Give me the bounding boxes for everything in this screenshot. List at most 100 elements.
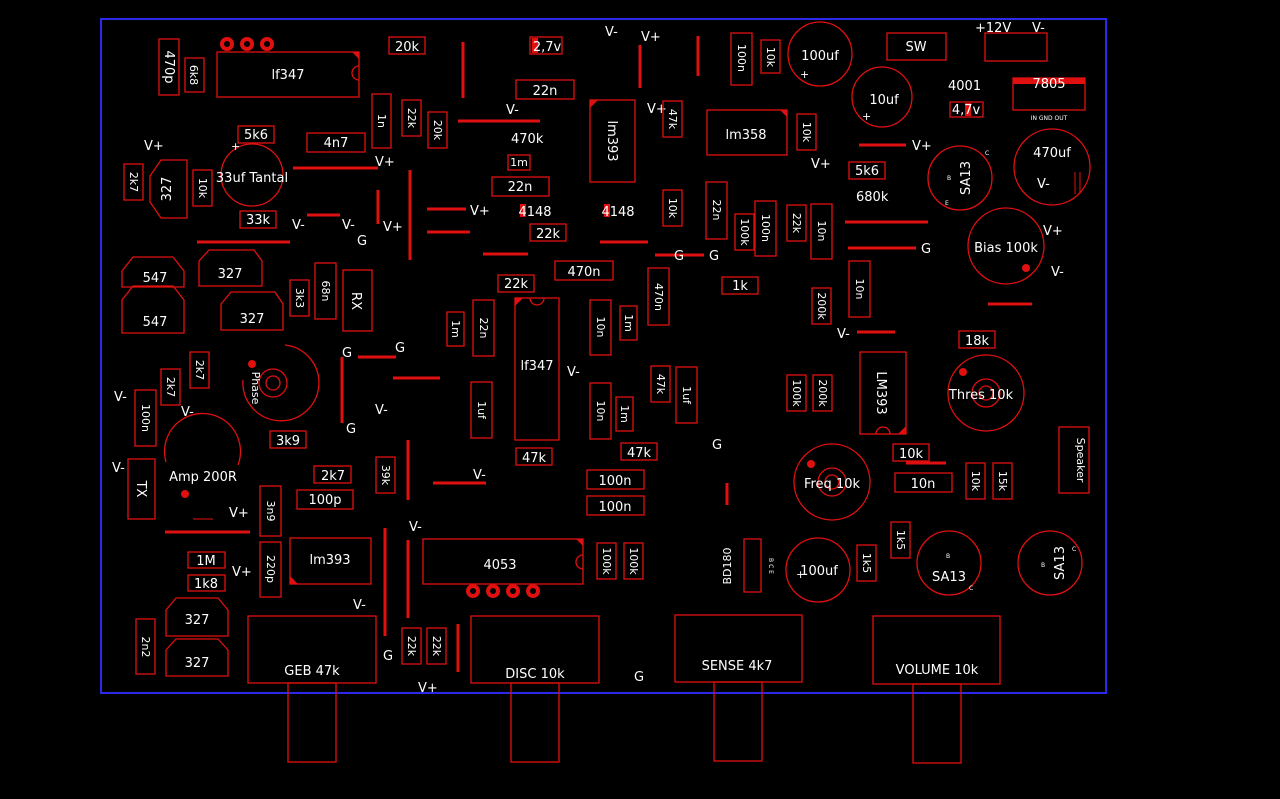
svg-text:IN GND OUT: IN GND OUT (1031, 115, 1068, 122)
capacitor-100n-a: 100n (730, 32, 753, 86)
resistor-1m: 1M (187, 551, 226, 569)
resistor-3k9: 3k9 (269, 430, 307, 449)
svg-text:SENSE 4k7: SENSE 4k7 (702, 659, 773, 674)
svg-text:47k: 47k (627, 446, 652, 461)
svg-text:100n: 100n (598, 474, 631, 489)
svg-text:100k: 100k (627, 547, 640, 575)
svg-text:G: G (357, 234, 367, 249)
svg-text:G: G (712, 438, 722, 453)
svg-text:39k: 39k (379, 465, 392, 486)
svg-text:4148: 4148 (518, 205, 551, 220)
ic-lf347-mid: lf347 (514, 297, 560, 441)
ic-lm393-a: lm393 (589, 99, 636, 183)
resistor-5k6-b: 5k6 (237, 125, 275, 144)
resistor-47k-b: 47k (650, 365, 671, 403)
svg-text:1M: 1M (196, 554, 216, 569)
svg-text:C: C (969, 585, 973, 592)
svg-text:DISC 10k: DISC 10k (505, 667, 565, 682)
capacitor-10n-e: 10n (894, 472, 953, 493)
svg-text:1m: 1m (510, 156, 528, 169)
svg-text:B C E: B C E (767, 558, 774, 574)
svg-text:680k: 680k (856, 190, 889, 205)
svg-text:10k: 10k (969, 471, 982, 492)
svg-text:100k: 100k (600, 547, 613, 575)
transistor-sa13-a: SA13 B E C (927, 145, 993, 211)
regulator-7805: 7805 IN GND OUT (1012, 77, 1086, 122)
svg-text:2n2: 2n2 (139, 637, 152, 658)
svg-text:+: + (862, 110, 871, 123)
resistor-100k-d: 100k (623, 542, 644, 580)
svg-text:4148: 4148 (601, 205, 634, 220)
svg-text:10uf: 10uf (869, 93, 899, 108)
svg-text:3n9: 3n9 (264, 501, 277, 522)
svg-text:100n: 100n (735, 44, 748, 72)
capacitor-68n: 68n (314, 262, 337, 320)
connector-speaker: Speaker (1058, 426, 1090, 494)
ic-lm358: lm358 (706, 109, 788, 156)
svg-text:327: 327 (185, 613, 210, 628)
svg-text:2k7: 2k7 (321, 469, 345, 484)
resistor-10k-a: 10k (760, 39, 781, 74)
svg-text:V-: V- (506, 103, 519, 118)
capacitor-33uf-tantal: + 33uf Tantal (216, 140, 288, 207)
resistor-10k-b: 10k (796, 113, 817, 151)
svg-text:547: 547 (143, 315, 168, 330)
capacitor-470p: 470p (158, 38, 180, 96)
svg-text:V-: V- (181, 405, 194, 420)
svg-text:22k: 22k (430, 636, 443, 657)
svg-text:V+: V+ (1043, 224, 1063, 239)
resistor-22k-b: 22k (529, 223, 567, 242)
svg-text:G: G (674, 249, 684, 264)
svg-text:1uf: 1uf (475, 401, 488, 420)
transistor-327-e: 327 (165, 638, 229, 677)
pot-volume-10k: VOLUME 10k (872, 615, 1001, 764)
svg-text:lm358: lm358 (725, 128, 766, 143)
svg-text:470n: 470n (567, 265, 600, 280)
svg-text:C: C (985, 150, 989, 157)
ic-lf347-top: lf347 (216, 37, 360, 98)
diode-4001: 4001 (948, 79, 981, 94)
svg-text:2k7: 2k7 (164, 377, 177, 397)
svg-text:100n: 100n (759, 214, 772, 242)
svg-text:lf347: lf347 (520, 359, 553, 374)
capacitor-10n-a: 10n (810, 203, 833, 260)
svg-text:22k: 22k (504, 277, 529, 292)
svg-text:V-: V- (353, 598, 366, 613)
resistor-2k7-a: 2k7 (123, 163, 144, 201)
svg-text:V-: V- (473, 468, 486, 483)
svg-text:2k7: 2k7 (127, 172, 140, 192)
transistor-327-d: 327 (165, 597, 229, 637)
svg-text:V-: V- (342, 218, 355, 233)
svg-text:470uf: 470uf (1033, 146, 1071, 161)
capacitor-22n-b: 22n (491, 176, 550, 197)
svg-text:1n: 1n (375, 114, 388, 128)
svg-text:47k: 47k (654, 374, 667, 395)
resistor-10k-f: 10k (965, 462, 986, 500)
svg-text:B: B (1041, 562, 1045, 569)
svg-text:220p: 220p (264, 555, 277, 583)
resistor-22k-d: 22k (497, 274, 535, 293)
svg-text:B: B (946, 553, 950, 560)
svg-text:100k: 100k (790, 379, 803, 407)
capacitor-4n7: 4n7 (306, 132, 366, 153)
svg-text:33uf Tantal: 33uf Tantal (216, 171, 288, 186)
zener-4v7: 4,7v (949, 101, 984, 118)
svg-text:327: 327 (218, 267, 243, 282)
capacitor-10n-d: 10n (589, 382, 612, 440)
svg-text:V-: V- (1051, 265, 1064, 280)
svg-text:10k: 10k (764, 47, 777, 68)
svg-text:1uf: 1uf (680, 386, 693, 405)
resistor-100k-c: 100k (596, 542, 617, 580)
svg-text:Freq 10k: Freq 10k (804, 477, 861, 492)
transistor-sa13-c: SA13 B C (1017, 530, 1083, 596)
svg-text:V+: V+ (811, 157, 831, 172)
svg-text:327: 327 (185, 656, 210, 671)
capacitor-100p: 100p (296, 489, 354, 510)
svg-text:V+: V+ (470, 204, 490, 219)
power-connector (984, 32, 1048, 62)
svg-text:4053: 4053 (483, 558, 516, 573)
capacitor-100uf-a: 100uf + (787, 21, 853, 87)
capacitor-10n-b: 10n (848, 260, 871, 318)
svg-text:G: G (709, 249, 719, 264)
